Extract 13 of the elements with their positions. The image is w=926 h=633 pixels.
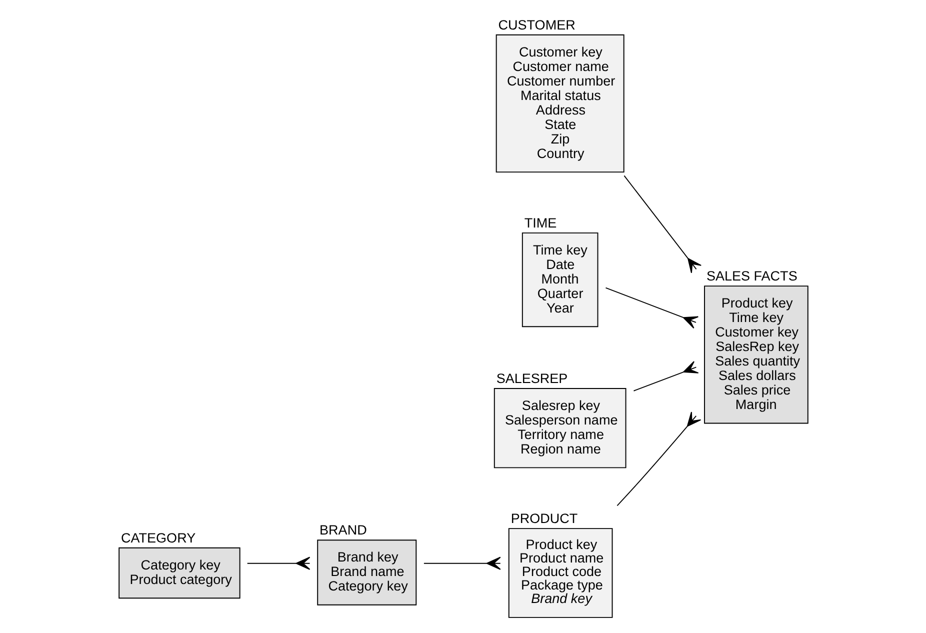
node-label: TIME: [524, 215, 557, 230]
connector: [423, 556, 501, 570]
node-label: BRAND: [320, 522, 367, 538]
node-label: PRODUCT: [510, 510, 578, 526]
connector: [605, 287, 699, 329]
connector: [246, 556, 310, 570]
connector: [633, 361, 699, 392]
connector: [624, 175, 702, 274]
node-label: SALESREP: [496, 370, 568, 386]
connector: [616, 412, 702, 506]
node-label: CUSTOMER: [498, 17, 576, 32]
node-label: CATEGORY: [121, 530, 196, 546]
node-label: SALES FACTS: [706, 268, 798, 284]
